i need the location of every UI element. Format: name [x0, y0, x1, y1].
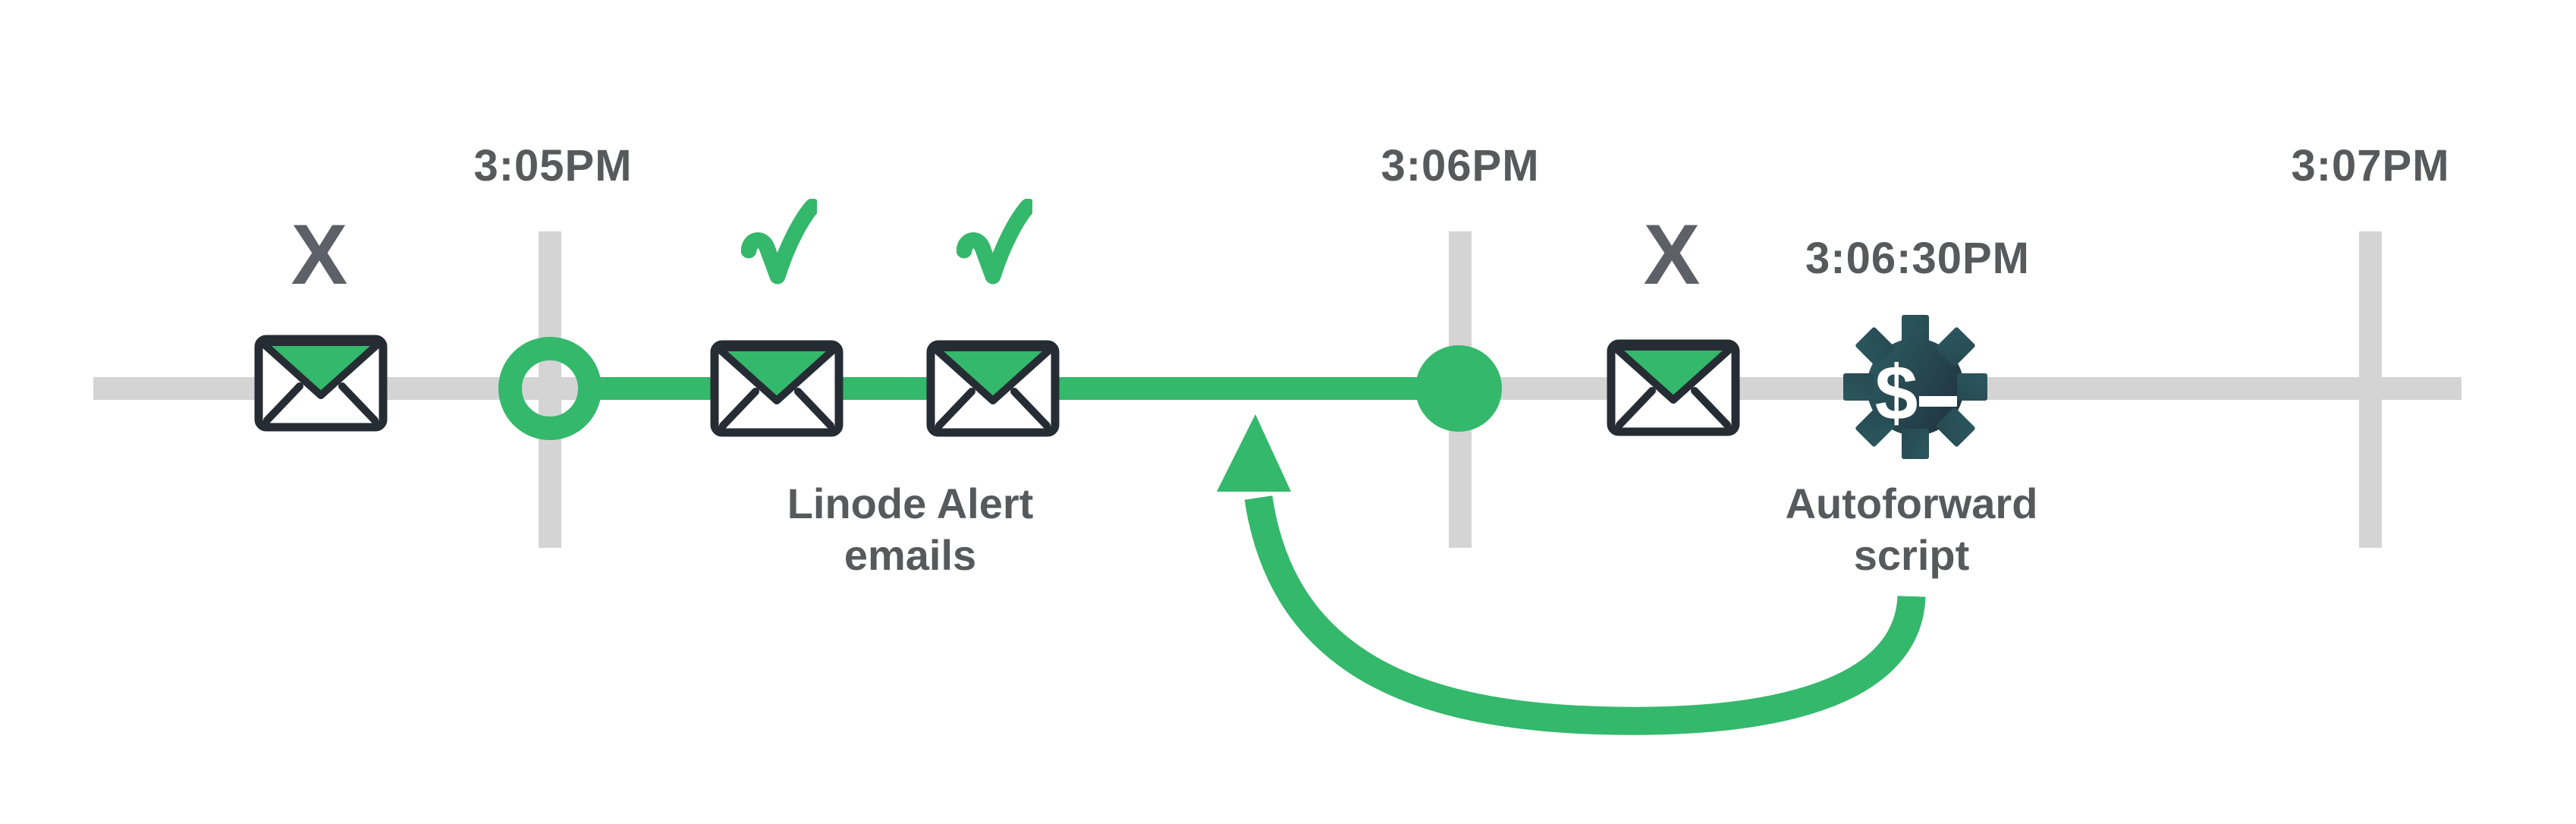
linode-label-line2: emails — [843, 531, 977, 579]
envelope-icon — [1607, 339, 1740, 436]
x-icon: X — [291, 207, 348, 302]
autoforward-script-label: Autoforward script — [1786, 478, 2038, 581]
tick-3-07pm — [2359, 231, 2382, 548]
autoforward-label-line2: script — [1853, 531, 1970, 579]
x-icon: X — [1643, 207, 1701, 302]
linode-alert-emails-label: Linode Alert emails — [787, 478, 1034, 581]
time-label-3-05pm: 3:05PM — [473, 141, 633, 190]
linode-label-line1: Linode Alert — [787, 480, 1034, 527]
window-end-dot — [1415, 345, 1502, 432]
check-icon — [957, 199, 1032, 285]
autoforward-label-line1: Autoforward — [1785, 480, 2038, 527]
envelope-icon — [710, 340, 843, 437]
window-start-ring — [498, 337, 602, 440]
gear-terminal-icon: $ — [1843, 315, 1987, 459]
time-label-3-06pm: 3:06PM — [1381, 141, 1540, 190]
check-icon — [741, 199, 817, 285]
envelope-icon — [926, 340, 1060, 437]
underscore-cursor — [1919, 396, 1957, 407]
envelope-icon — [254, 335, 388, 432]
dollar-prompt-glyph: $ — [1875, 350, 1918, 436]
time-label-3-07pm: 3:07PM — [2291, 141, 2450, 190]
time-label-3-06-30pm: 3:06:30PM — [1805, 234, 2030, 283]
